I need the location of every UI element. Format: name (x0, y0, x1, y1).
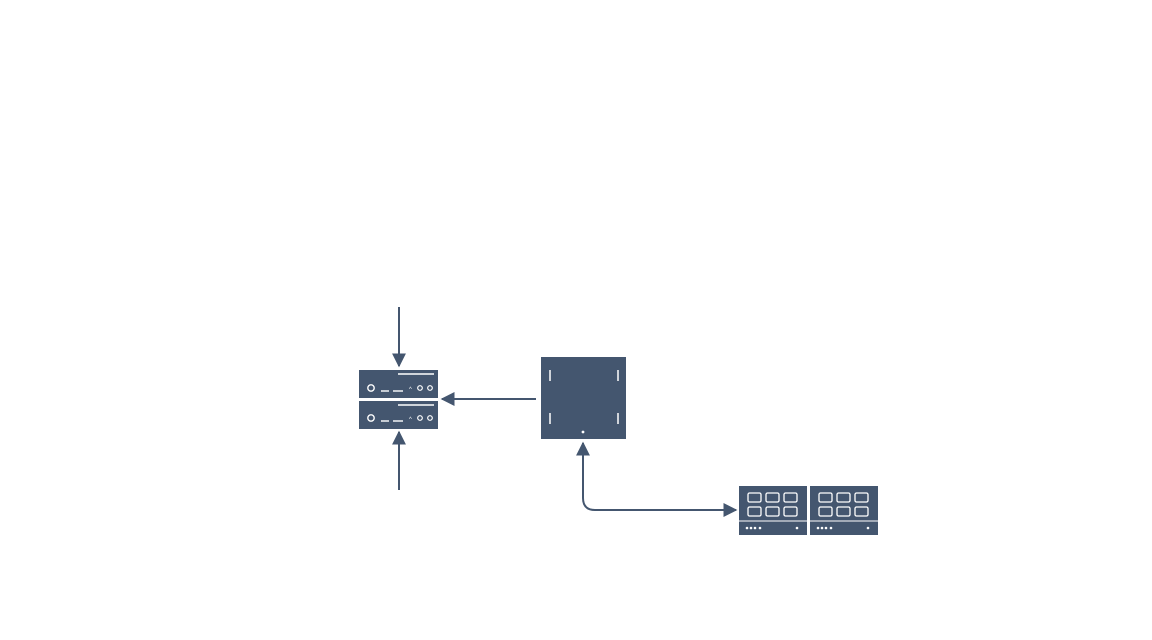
central-box (541, 357, 626, 439)
storage-array-left (739, 486, 807, 535)
server-top-led (427, 385, 433, 391)
storage-left-drives (747, 492, 798, 517)
server-bottom-indicator: ^ (409, 417, 412, 423)
server-top-power-led (367, 384, 375, 392)
connectors (392, 307, 738, 517)
server-bottom-power-led (367, 414, 375, 422)
storage-right-leds (816, 526, 870, 530)
arrow-box-to-storage (576, 441, 738, 517)
central-box-led (581, 430, 585, 434)
storage-array-right (810, 486, 878, 535)
panel-box-icon (541, 357, 626, 439)
storage-right-drives (818, 492, 869, 517)
server-top-indicator: ^ (409, 387, 412, 393)
storage-left-leds (745, 526, 799, 530)
server-bottom-led (427, 415, 433, 421)
server-rack-icon: ^ ^ (359, 370, 438, 429)
server-top-led (417, 385, 423, 391)
server-bottom-led (417, 415, 423, 421)
storage-array-icon (739, 486, 878, 535)
